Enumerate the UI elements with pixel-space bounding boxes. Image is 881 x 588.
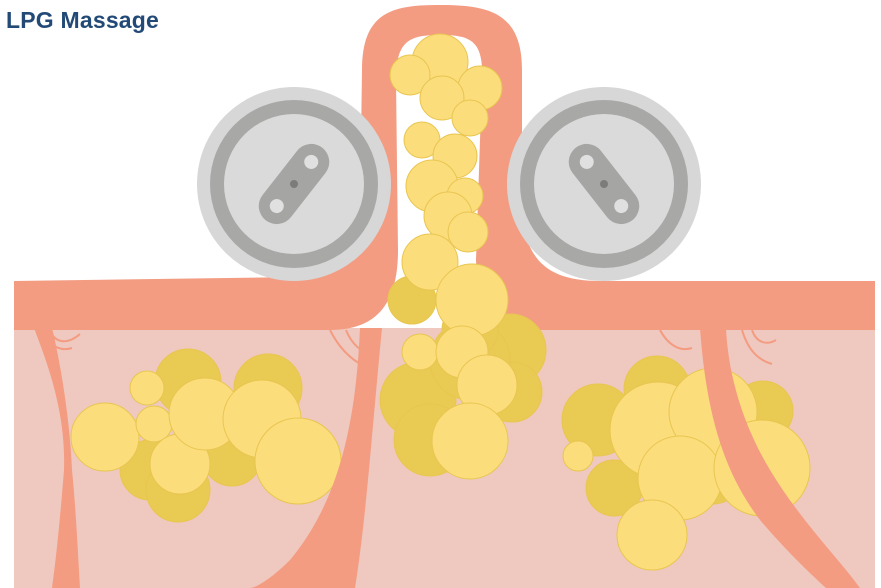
fat-cell-icon — [136, 406, 172, 442]
fat-cell-icon — [563, 441, 593, 471]
roller-icon — [507, 87, 701, 281]
fat-cell-icon — [130, 371, 164, 405]
roller-left — [197, 87, 391, 281]
fat-cell-icon — [452, 100, 488, 136]
roller-icon — [197, 87, 391, 281]
roller-right — [507, 87, 701, 281]
fat-cell-icon — [71, 403, 139, 471]
fat-cell-icon — [402, 334, 438, 370]
fat-cell-icon — [432, 403, 508, 479]
fat-cell-icon — [448, 212, 488, 252]
fat-cell-icon — [617, 500, 687, 570]
fat-cell-icon — [436, 264, 508, 336]
fat-cell-icon — [255, 418, 341, 504]
